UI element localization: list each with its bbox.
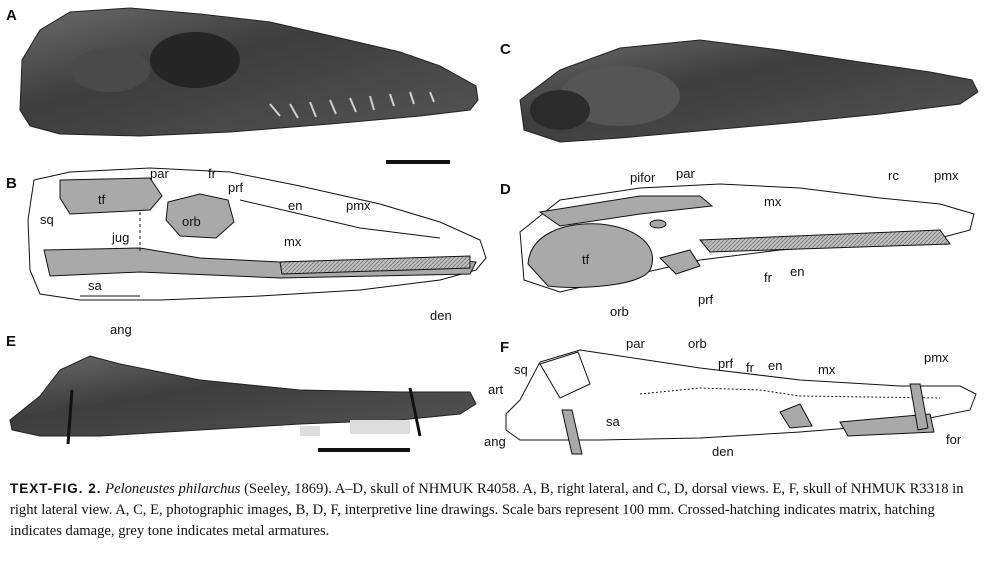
panel-a-photo xyxy=(19,7,479,164)
panel-letter-d: D xyxy=(500,181,511,198)
label-for: for xyxy=(946,432,962,447)
label-par-d: par xyxy=(676,166,695,181)
label-orb: orb xyxy=(182,214,201,229)
label-sq-f: sq xyxy=(514,362,528,377)
panel-b-labels: par fr prf tf sq orb jug en pmx mx sa an… xyxy=(40,166,452,337)
panel-d-drawing xyxy=(519,183,975,293)
figure-caption: TEXT-FIG. 2. Peloneustes philarchus (See… xyxy=(10,478,985,542)
panel-letter-a: A xyxy=(6,7,17,24)
caption-species: Peloneustes philarchus xyxy=(105,481,241,497)
panel-letter-c: C xyxy=(500,41,511,58)
figure: A C B par fr prf tf sq orb jug en pmx mx… xyxy=(6,7,979,459)
panel-d-labels: pifor par rc pmx mx tf en fr orb prf xyxy=(582,166,959,319)
caption-label: TEXT-FIG. 2. xyxy=(10,481,102,496)
label-prf-f: prf xyxy=(718,356,734,371)
panel-f-drawing xyxy=(505,349,977,455)
panel-e-photo xyxy=(9,355,477,452)
label-orb-d: orb xyxy=(610,304,629,319)
label-pmx-f: pmx xyxy=(924,350,949,365)
label-art: art xyxy=(488,382,504,397)
label-prf-d: prf xyxy=(698,292,714,307)
label-ang-f: ang xyxy=(484,434,506,449)
label-orb-f: orb xyxy=(688,336,707,351)
panel-f-labels: par orb sq prf fr en pmx mx art sa ang d… xyxy=(484,336,962,459)
label-rc: rc xyxy=(888,168,899,183)
label-par: par xyxy=(150,166,169,181)
label-tf: tf xyxy=(98,192,106,207)
label-den-f: den xyxy=(712,444,734,459)
label-den: den xyxy=(430,308,452,323)
label-mx: mx xyxy=(284,234,302,249)
label-fr-d: fr xyxy=(764,270,773,285)
label-pmx: pmx xyxy=(346,198,371,213)
label-fr-f: fr xyxy=(746,360,755,375)
scale-bar-a xyxy=(386,160,450,164)
label-en-d: en xyxy=(790,264,804,279)
label-pifor: pifor xyxy=(630,170,656,185)
panel-b-drawing xyxy=(27,167,487,301)
label-en: en xyxy=(288,198,302,213)
label-jug: jug xyxy=(111,230,129,245)
label-par-f: par xyxy=(626,336,645,351)
panel-letter-b: B xyxy=(6,175,17,192)
label-en-f: en xyxy=(768,358,782,373)
label-tf-d: tf xyxy=(582,252,590,267)
label-prf: prf xyxy=(228,180,244,195)
label-sa: sa xyxy=(88,278,103,293)
scale-bar-e xyxy=(318,448,410,452)
panel-letter-f: F xyxy=(500,339,509,356)
label-ang: ang xyxy=(110,322,132,337)
caption-text: (Seeley, 1869). A–D, skull of NHMUK R405… xyxy=(10,481,964,539)
panel-letter-e: E xyxy=(6,333,16,350)
label-mx-d: mx xyxy=(764,194,782,209)
label-mx-f: mx xyxy=(818,362,836,377)
label-fr: fr xyxy=(208,166,217,181)
label-pmx-d: pmx xyxy=(934,168,959,183)
label-sq: sq xyxy=(40,212,54,227)
label-sa-f: sa xyxy=(606,414,621,429)
panel-c-photo xyxy=(519,39,979,143)
